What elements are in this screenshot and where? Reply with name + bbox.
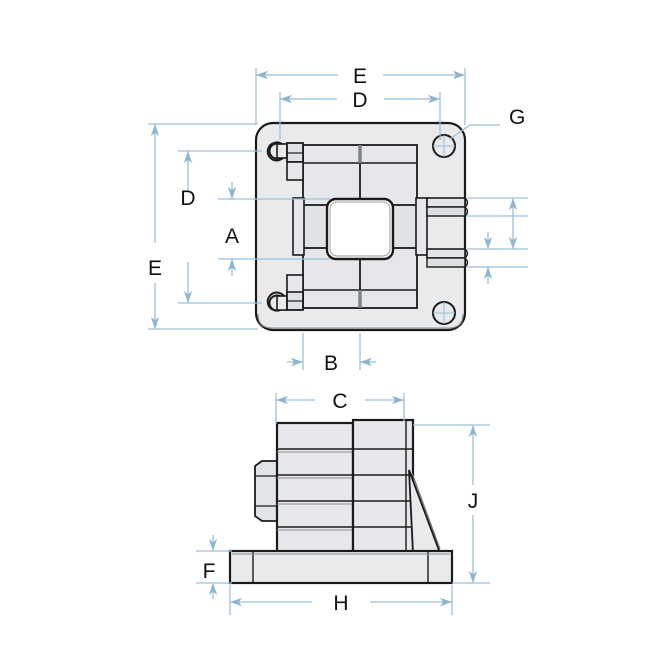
- fastener-top-left: [266, 141, 304, 181]
- mounting-hole-top-right: [432, 134, 456, 158]
- dimension-label-J-side: J: [468, 490, 479, 513]
- dimension-right-tab-upper: [467, 197, 528, 232]
- dimension-D-vertical: D: [178, 150, 262, 304]
- dimension-B-horizontal: B: [287, 333, 376, 375]
- dimension-A-vertical: A: [218, 182, 330, 276]
- dimension-G-leader: G: [449, 106, 525, 140]
- top-view-dimensions: E D G E D: [148, 65, 528, 375]
- dimension-D-horizontal: D: [279, 89, 441, 140]
- dimension-C-horizontal: C: [275, 390, 405, 424]
- side-tab-upper: [426, 197, 469, 217]
- side-body-right-column: [351, 418, 415, 558]
- dimension-label-D-left: D: [180, 187, 195, 210]
- top-view: [254, 121, 469, 332]
- dimension-label-E-top: E: [353, 65, 367, 88]
- top-view-inner-frame: [292, 144, 428, 309]
- dimension-label-G: G: [509, 106, 525, 129]
- side-base-plate: [228, 549, 454, 585]
- dimension-F-vertical: F: [196, 535, 232, 599]
- dimension-E-horizontal: E: [255, 65, 466, 125]
- side-view: [228, 418, 454, 585]
- center-aperture: [325, 197, 395, 261]
- dimension-label-H-side: H: [333, 592, 348, 615]
- dimension-label-C-side: C: [332, 390, 347, 413]
- mounting-hole-bottom-right: [432, 301, 456, 325]
- fastener-bottom-left: [266, 274, 304, 312]
- dimension-right-tab-lower: [467, 232, 528, 284]
- dimension-H-horizontal: H: [229, 585, 453, 615]
- dimension-J-vertical: J: [413, 424, 490, 584]
- side-view-dimensions: C J F H: [196, 390, 490, 615]
- side-tab-lower: [426, 248, 469, 268]
- side-gusset-rib: [408, 469, 442, 554]
- dimension-label-D-top: D: [352, 89, 367, 112]
- dimension-label-A-left: A: [225, 225, 239, 248]
- dimension-E-vertical: E: [148, 123, 258, 330]
- dimension-label-F-side: F: [203, 560, 216, 583]
- dimension-label-E-left: E: [148, 257, 162, 280]
- side-body-left-column: [275, 421, 355, 555]
- dimension-label-B-bottom: B: [324, 352, 338, 375]
